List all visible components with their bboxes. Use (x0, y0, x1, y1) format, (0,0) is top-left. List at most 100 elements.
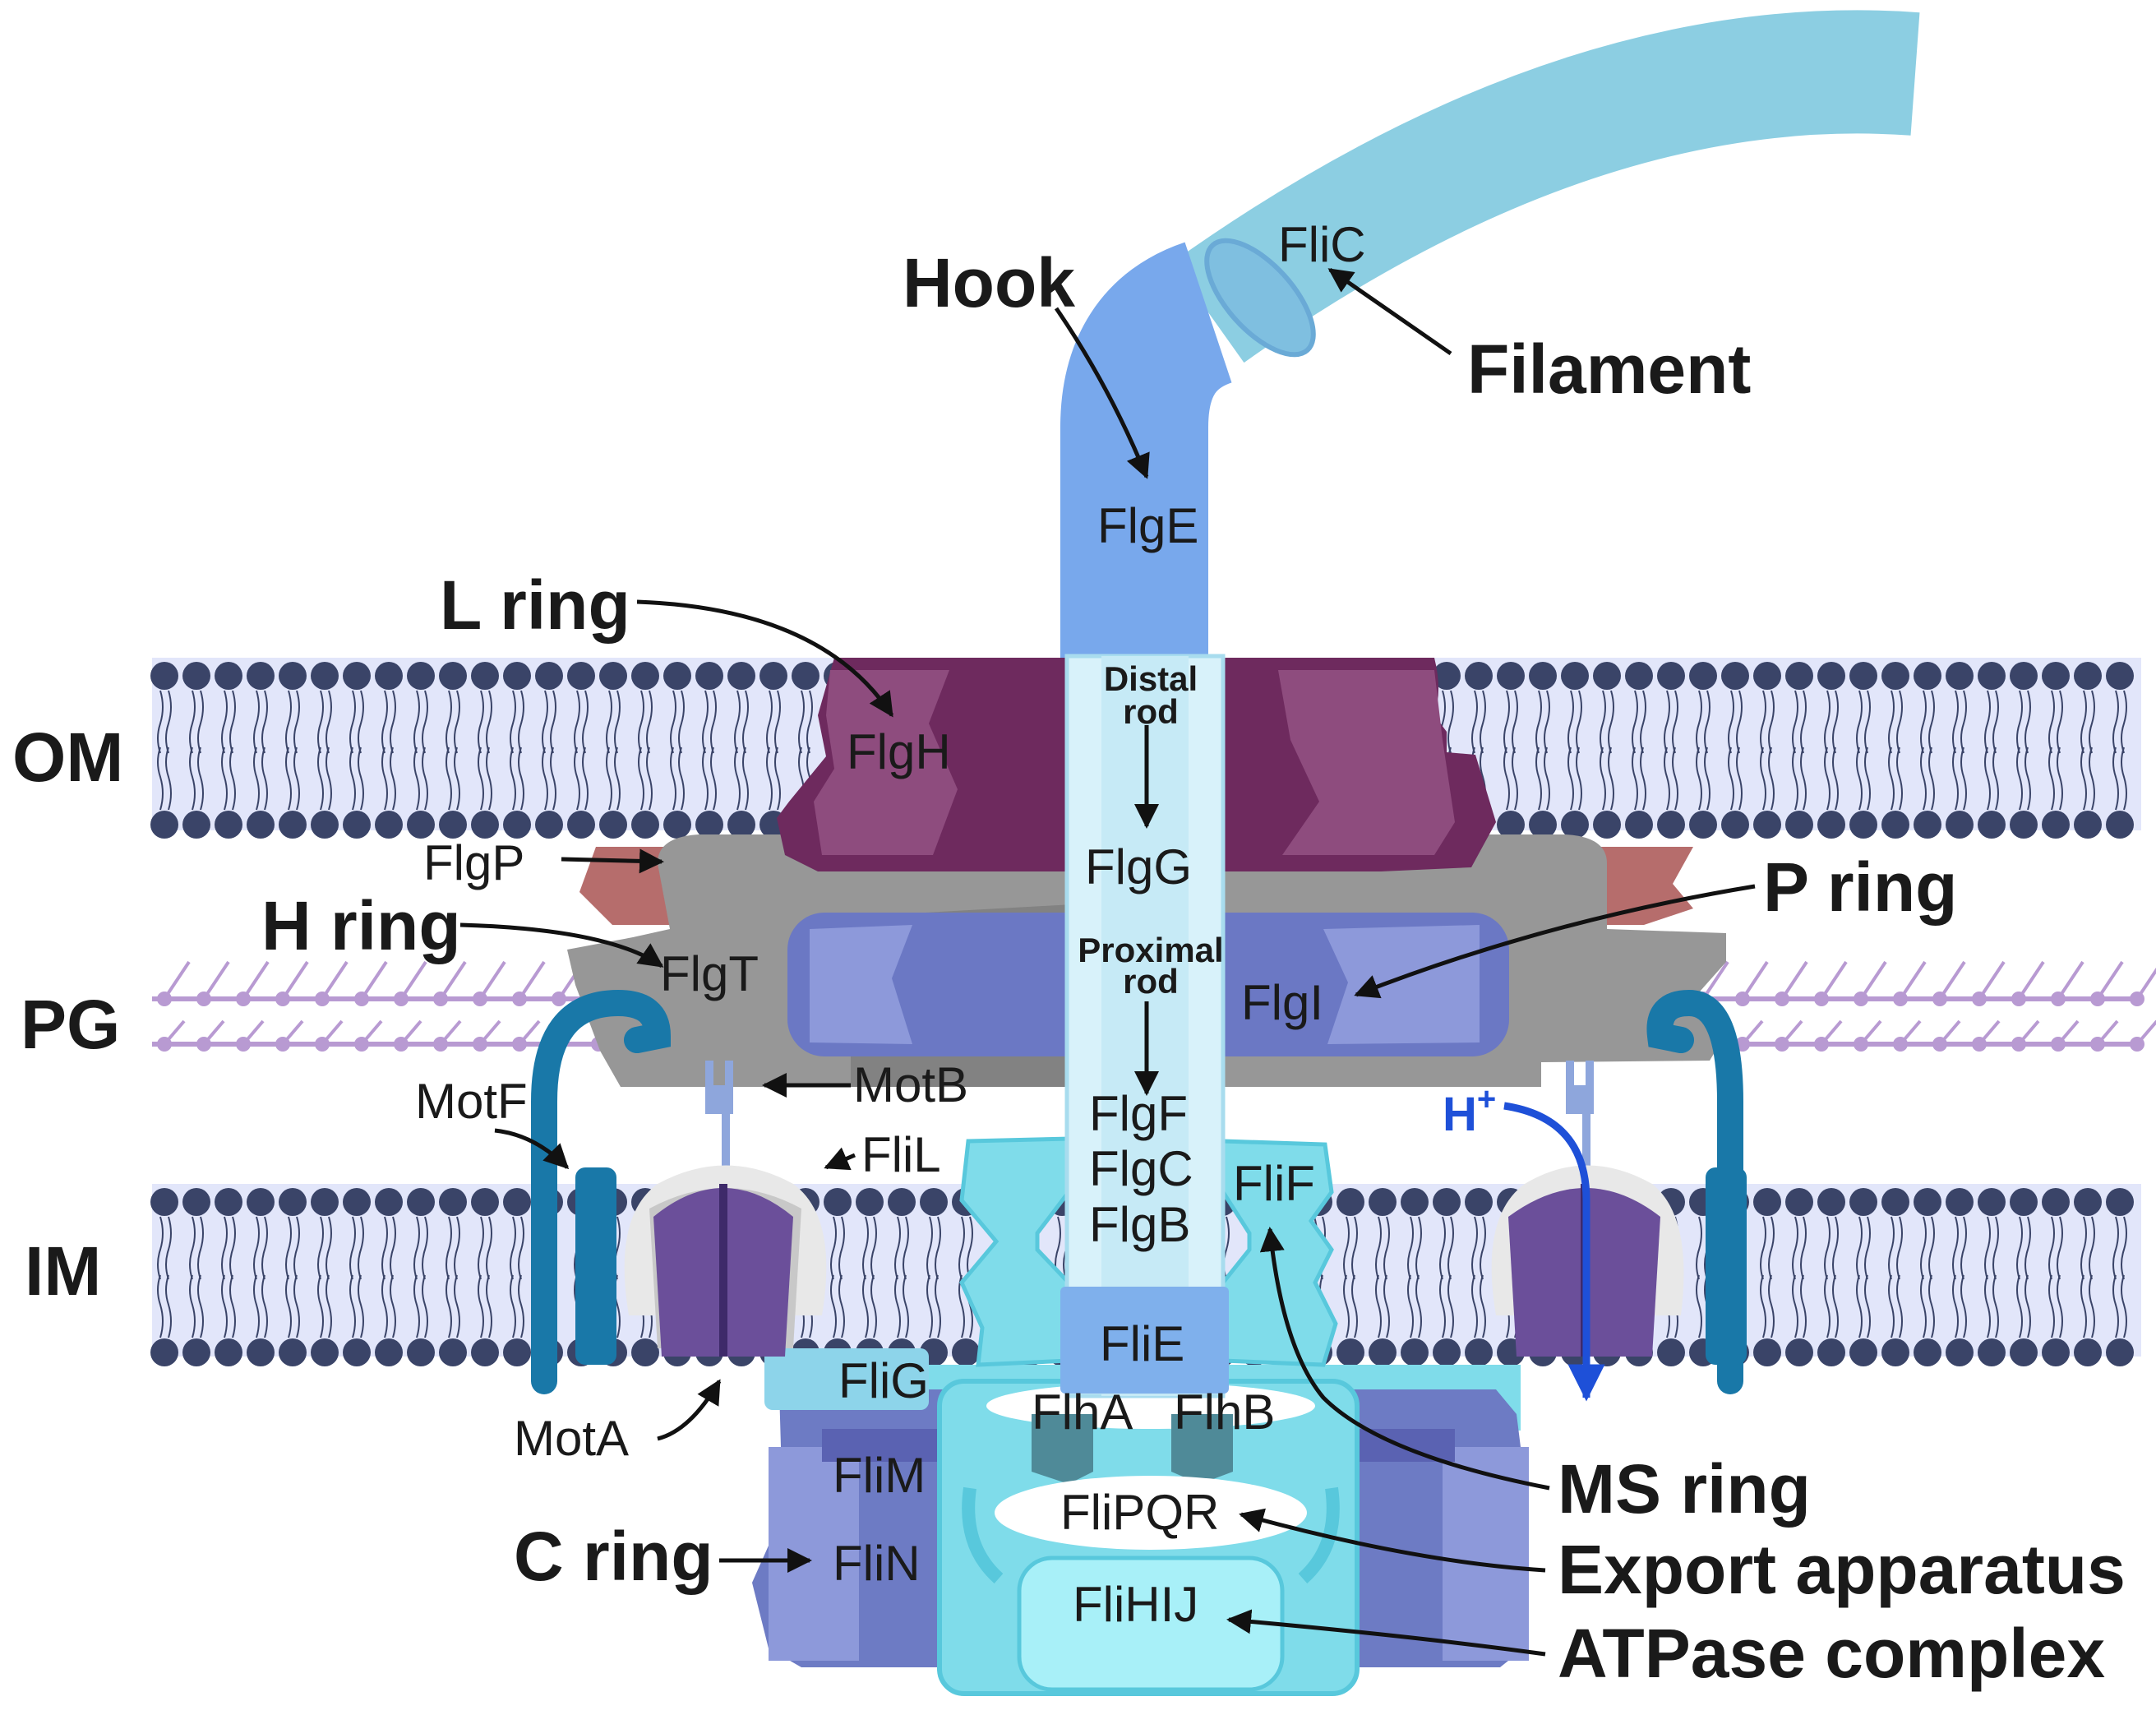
lipid-tail (1664, 690, 1678, 754)
lipid-tail (1888, 747, 1903, 811)
lipid-tail (1471, 690, 1486, 754)
lipid-tail (1856, 1274, 1871, 1338)
pg-crosslink (439, 960, 467, 1001)
lipid-head (1465, 1338, 1493, 1366)
lipid-head (1753, 662, 1781, 690)
pg-crosslink (1859, 960, 1887, 1001)
lipid-tail (2080, 690, 2095, 754)
pg-crosslink (1780, 960, 1808, 1001)
lipid-head (695, 811, 723, 839)
lipid-tail (285, 747, 300, 811)
flhb-right-lobe (1171, 1414, 1233, 1484)
lipid-tail (2112, 1216, 2127, 1280)
lipid-tail (1632, 690, 1646, 754)
l-ring-highlight-left (814, 670, 958, 855)
flig-band (764, 1348, 929, 1410)
hook-label: Hook (903, 244, 1075, 321)
lipid-head (150, 811, 178, 839)
lipid-tail (510, 1216, 524, 1280)
lipid-head (1753, 1338, 1781, 1366)
lipid-tail (1696, 690, 1710, 754)
flgp-label: FlgP (423, 835, 524, 890)
lipid-head (182, 1188, 210, 1216)
lipid-tail (894, 1216, 909, 1280)
lipid-tail (2048, 690, 2063, 754)
lipid-tail (510, 747, 524, 811)
lipid-tail (766, 690, 781, 754)
motb-label: MotB (853, 1057, 968, 1112)
lipid-head (439, 1188, 467, 1216)
lipid-tail (2048, 1216, 2063, 1280)
lipid-tail (2112, 1274, 2127, 1338)
lipid-head (1817, 1338, 1845, 1366)
pg-crosslink (2017, 960, 2045, 1001)
lipid-head (1785, 811, 1813, 839)
lipid-tail (317, 1216, 332, 1280)
lipid-tail (1471, 1274, 1486, 1338)
lipid-head (856, 1188, 884, 1216)
lipid-tail (221, 1274, 236, 1338)
lipid-head (1433, 1188, 1461, 1216)
lipid-tail (157, 1274, 172, 1338)
pg-crosslink (1938, 1019, 1961, 1046)
lipid-head (1881, 1338, 1909, 1366)
lipid-tail (542, 690, 556, 754)
lipid-tail (1632, 747, 1646, 811)
flig-label: FliG (838, 1353, 929, 1408)
lipid-head (279, 811, 307, 839)
lipid-head (1401, 1188, 1429, 1216)
lipid-tail (2080, 1216, 2095, 1280)
pg-crosslink (1899, 1019, 1922, 1046)
lipid-head (1593, 811, 1621, 839)
lipid-head (279, 662, 307, 690)
pg-crosslink (1741, 1019, 1764, 1046)
lipid-tail (2016, 747, 2031, 811)
proximal-rod-label-line1: Proximal (1078, 931, 1223, 969)
lipid-head (279, 1338, 307, 1366)
mota-label: MotA (514, 1411, 629, 1466)
lipid-tail (1407, 1274, 1422, 1338)
lipid-tail (1375, 1274, 1390, 1338)
flic-label: FliC (1278, 217, 1366, 272)
lipid-head (311, 1338, 339, 1366)
lipid-head (2106, 1188, 2134, 1216)
lipid-head (1849, 1338, 1877, 1366)
lipid-head (695, 662, 723, 690)
lipid-tail (1760, 1274, 1775, 1338)
lipid-head (1785, 1338, 1813, 1366)
lipid-head (150, 1338, 178, 1366)
lipid-tail (1984, 690, 1999, 754)
lipid-tail (317, 1274, 332, 1338)
lipid-head (920, 1188, 948, 1216)
lipid-head (1914, 811, 1941, 839)
lipid-tail (253, 1274, 268, 1338)
lipid-head (1625, 662, 1653, 690)
pg-crosslink (2057, 1019, 2080, 1046)
lipid-head (1785, 1188, 1813, 1216)
lipid-head (1593, 662, 1621, 690)
ms-ring-label: MS ring (1558, 1450, 1811, 1528)
lipid-head (1369, 1338, 1397, 1366)
p-ring-highlight-right (1323, 925, 1480, 1044)
atpase-complex-label: ATPase complex (1558, 1615, 2105, 1692)
pg-crosslink (360, 960, 388, 1001)
lipid-tail (1888, 690, 1903, 754)
flihij-label: FliHIJ (1073, 1577, 1198, 1632)
lipid-head (663, 811, 691, 839)
lipid-head (2042, 1338, 2070, 1366)
lipid-head (1337, 1188, 1364, 1216)
lipid-head (1689, 662, 1717, 690)
lipid-tail (446, 690, 460, 754)
lipid-head (2074, 1338, 2102, 1366)
lipid-tail (2112, 690, 2127, 754)
lipid-head (407, 1338, 435, 1366)
lipid-tail (317, 747, 332, 811)
flgg-label: FlgG (1085, 839, 1192, 894)
lipid-tail (1920, 690, 1935, 754)
lipid-tail (381, 1274, 396, 1338)
lipid-tail (1696, 747, 1710, 811)
lipid-tail (189, 1274, 204, 1338)
pg-crosslink (1978, 960, 2006, 1001)
lipid-tail (478, 1274, 492, 1338)
lipid-tail (221, 747, 236, 811)
